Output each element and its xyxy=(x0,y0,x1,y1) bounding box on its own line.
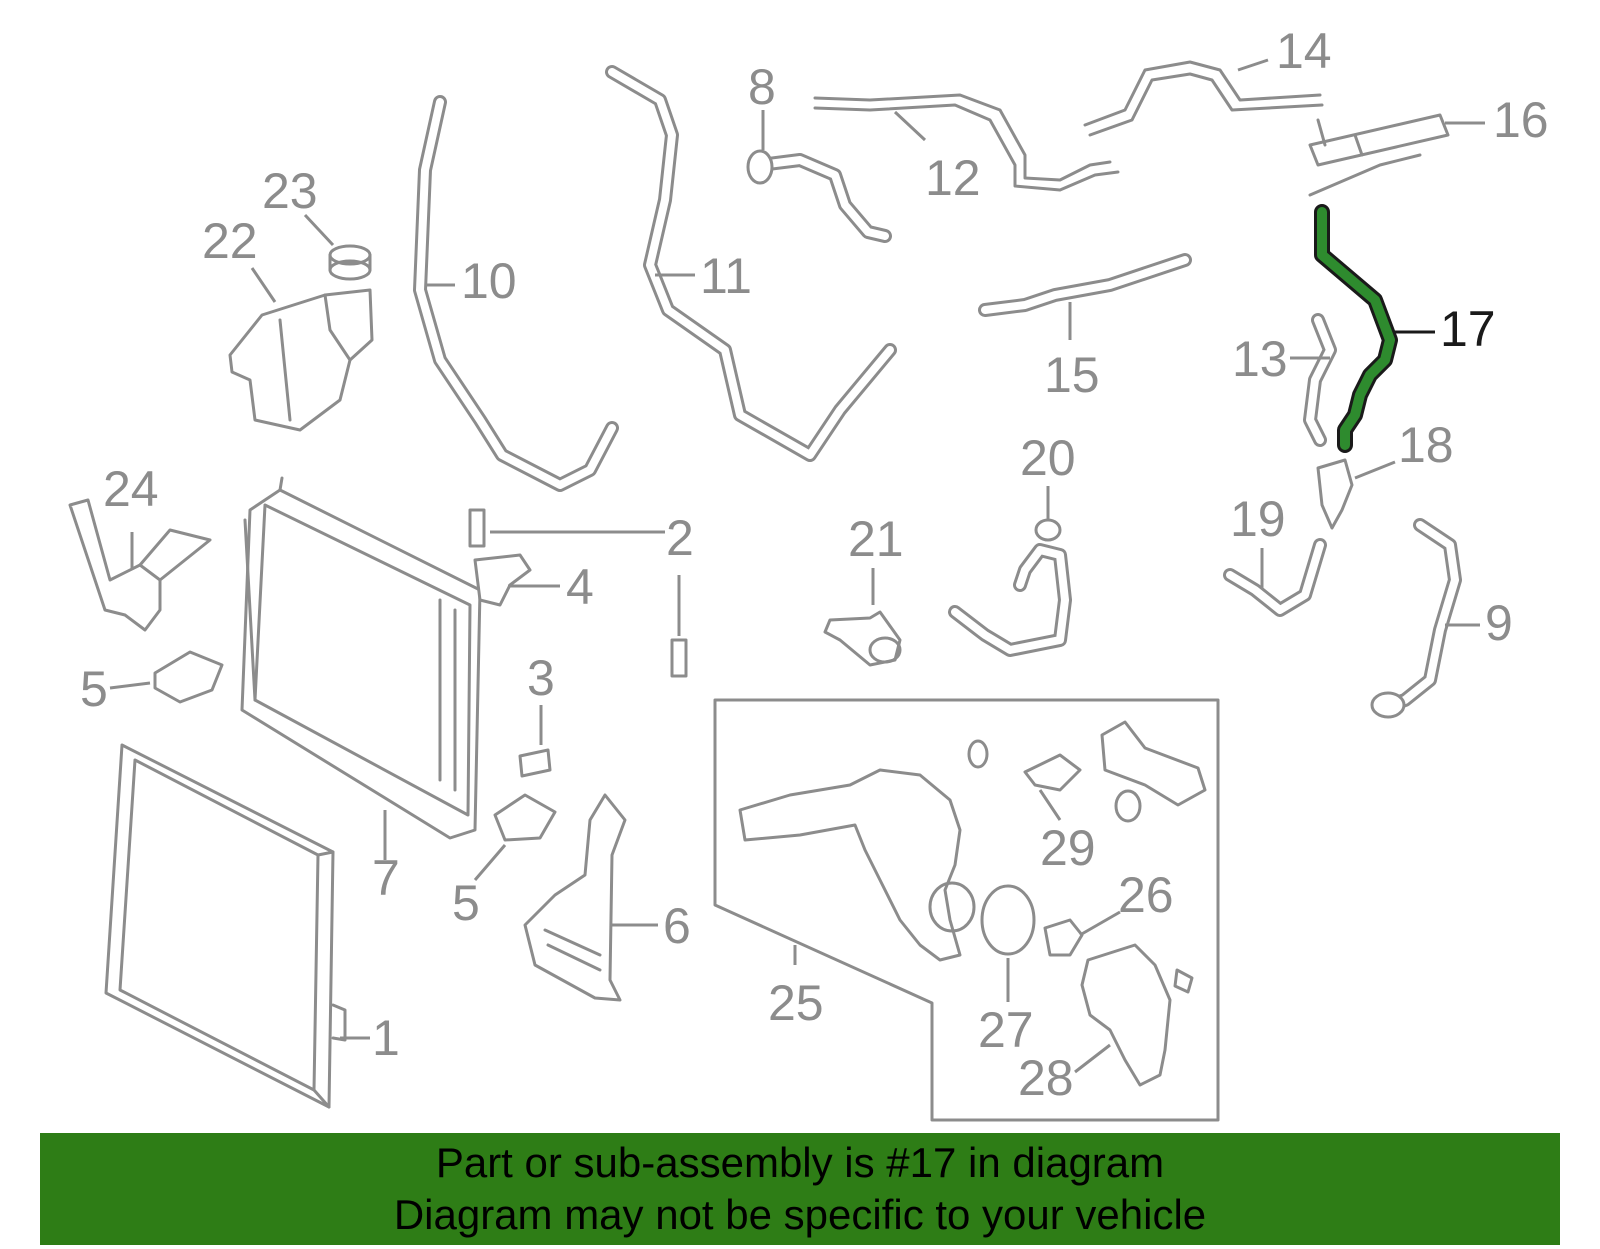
leader-22 xyxy=(250,267,277,303)
part-8-hose xyxy=(746,149,892,243)
callout-3: 3 xyxy=(527,650,555,706)
part-16-pipe-assembly xyxy=(1308,113,1450,197)
callout-22: 22 xyxy=(202,213,258,269)
callout-17: 17 xyxy=(1440,301,1496,357)
part-6-air-guide xyxy=(523,793,627,1002)
callout-28: 28 xyxy=(1018,1050,1074,1106)
part-14-pipe xyxy=(1083,60,1324,137)
callout-5a: 5 xyxy=(80,661,108,717)
part-7-radiator xyxy=(240,476,482,840)
leader-18 xyxy=(1354,460,1396,480)
part-12-pipe xyxy=(813,93,1120,192)
part-4-bracket xyxy=(473,553,532,607)
part-5-mounts xyxy=(153,650,557,842)
part-15-hose xyxy=(978,253,1192,317)
part-3-clip xyxy=(518,748,552,778)
part-18-connector xyxy=(1316,458,1354,530)
callout-24: 24 xyxy=(103,461,159,517)
callout-21: 21 xyxy=(848,511,904,567)
part-1-condenser xyxy=(104,743,347,1109)
callout-25: 25 xyxy=(768,975,824,1031)
callout-15: 15 xyxy=(1044,347,1100,403)
leader-14 xyxy=(1237,58,1269,72)
part-21-pump xyxy=(823,610,902,667)
callout-6: 6 xyxy=(663,898,691,954)
callout-1: 1 xyxy=(372,1010,400,1066)
callout-9: 9 xyxy=(1485,595,1513,651)
callout-26: 26 xyxy=(1118,867,1174,923)
callout-4: 4 xyxy=(566,559,594,615)
callout-16: 16 xyxy=(1493,92,1549,148)
leader-12 xyxy=(893,110,927,142)
part-19-hose xyxy=(1223,538,1327,617)
leader-5b xyxy=(473,844,507,881)
leader-29 xyxy=(1038,789,1062,821)
callout-12: 12 xyxy=(925,150,981,206)
callout-14: 14 xyxy=(1276,23,1332,79)
banner-line-part: Part or sub-assembly is #17 in diagram xyxy=(435,1139,1165,1186)
leader-26 xyxy=(1079,910,1121,937)
part-2-bushings xyxy=(468,508,688,678)
callout-7: 7 xyxy=(372,850,400,906)
leader-23 xyxy=(303,213,335,247)
part-25-thermostat-housing-box xyxy=(713,698,1220,1122)
leader-5a xyxy=(109,681,151,690)
callout-19: 19 xyxy=(1230,491,1286,547)
part-22-reservoir xyxy=(228,288,374,432)
callout-29: 29 xyxy=(1040,820,1096,876)
callout-8: 8 xyxy=(748,59,776,115)
callout-13: 13 xyxy=(1232,331,1288,387)
leader-28 xyxy=(1074,1043,1111,1074)
callout-18: 18 xyxy=(1398,417,1454,473)
banner-line-disclaimer: Diagram may not be specific to your vehi… xyxy=(393,1191,1207,1238)
part-23-cap xyxy=(328,244,372,281)
callout-10: 10 xyxy=(461,253,517,309)
part-13-hose xyxy=(1303,313,1337,447)
part-9-hose xyxy=(1370,518,1462,719)
part-11-hose xyxy=(605,65,897,462)
callout-11: 11 xyxy=(700,248,752,304)
callout-5b: 5 xyxy=(452,875,480,931)
part-17-hose-highlighted xyxy=(1314,204,1398,453)
part-24-bracket xyxy=(68,498,212,632)
part-10-hose xyxy=(413,95,619,492)
callout-20: 20 xyxy=(1020,430,1076,486)
callout-23: 23 xyxy=(262,163,318,219)
callout-2: 2 xyxy=(666,510,694,566)
callout-27: 27 xyxy=(978,1002,1034,1058)
info-banner: Part or sub-assembly is #17 in diagram D… xyxy=(40,1133,1560,1245)
part-20-hose xyxy=(948,518,1072,657)
